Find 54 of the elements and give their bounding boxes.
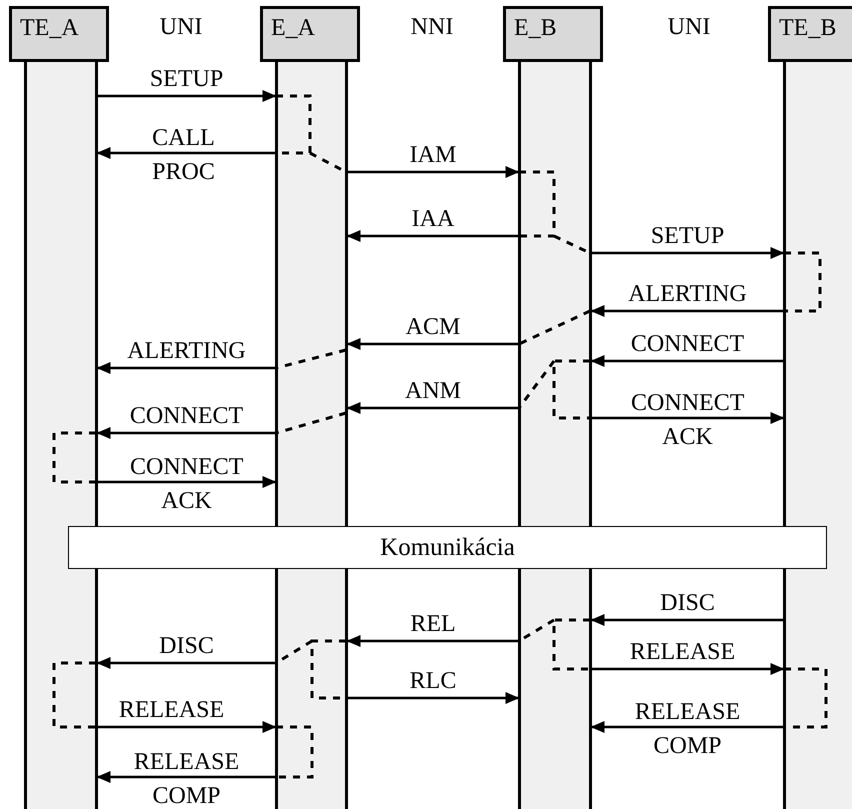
message-label: ACM bbox=[404, 314, 462, 341]
message-label: CONNECT bbox=[128, 403, 244, 430]
message-label: RELEASE bbox=[628, 639, 736, 666]
message-label: SETUP bbox=[650, 223, 726, 250]
message-label: SETUP bbox=[148, 66, 224, 93]
message-label: RELEASE COMP bbox=[634, 698, 740, 761]
message-label: CONNECT bbox=[630, 331, 746, 358]
message-arrow bbox=[346, 635, 520, 647]
lifeline-header: E_B bbox=[503, 6, 603, 62]
message-arrow bbox=[346, 230, 520, 242]
message-arrow bbox=[590, 412, 784, 424]
message-label: RELEASE COMP bbox=[134, 748, 240, 809]
message-arrow bbox=[96, 362, 276, 374]
message-arrow bbox=[590, 614, 784, 626]
message-arrow bbox=[590, 721, 784, 733]
message-arrow bbox=[96, 90, 276, 102]
lifeline-header: TE_B bbox=[768, 6, 852, 62]
interface-label: UNI bbox=[666, 14, 712, 41]
message-label: DISC bbox=[659, 590, 716, 617]
message-arrow bbox=[346, 692, 520, 704]
lifeline-header: TE_A bbox=[9, 6, 109, 62]
message-arrow bbox=[346, 166, 520, 178]
message-arrow bbox=[96, 721, 276, 733]
message-label: CONNECT ACK bbox=[130, 453, 243, 516]
message-label: REL bbox=[409, 611, 457, 638]
lifeline-header: E_A bbox=[260, 6, 360, 62]
message-arrow bbox=[96, 771, 276, 783]
message-arrow bbox=[590, 663, 784, 675]
lifeline-bar bbox=[783, 62, 852, 809]
message-label: CONNECT ACK bbox=[631, 389, 744, 452]
message-arrow bbox=[590, 355, 784, 367]
message-label: ALERTING bbox=[126, 338, 247, 365]
lifeline-bar bbox=[24, 62, 98, 809]
message-arrow bbox=[96, 427, 276, 439]
message-label: IAM bbox=[408, 142, 458, 169]
message-arrow bbox=[96, 657, 276, 669]
message-arrow bbox=[96, 476, 276, 488]
interface-label: UNI bbox=[158, 14, 204, 41]
message-label: CALL PROC bbox=[152, 124, 215, 187]
phase-band: Komunikácia bbox=[68, 526, 827, 569]
message-label: DISC bbox=[158, 633, 215, 660]
message-label: RELEASE bbox=[118, 697, 226, 724]
message-label: ALERTING bbox=[627, 281, 748, 308]
message-arrow bbox=[590, 247, 784, 259]
message-arrow bbox=[590, 305, 784, 317]
message-arrow bbox=[96, 147, 276, 159]
message-label: RLC bbox=[408, 668, 458, 695]
interface-label: NNI bbox=[410, 14, 454, 41]
message-label: ANM bbox=[404, 378, 462, 405]
message-arrow bbox=[346, 338, 520, 350]
lifeline-bar bbox=[275, 62, 348, 809]
message-label: IAA bbox=[410, 206, 456, 233]
message-arrow bbox=[346, 402, 520, 414]
lifeline-bar bbox=[518, 62, 592, 809]
